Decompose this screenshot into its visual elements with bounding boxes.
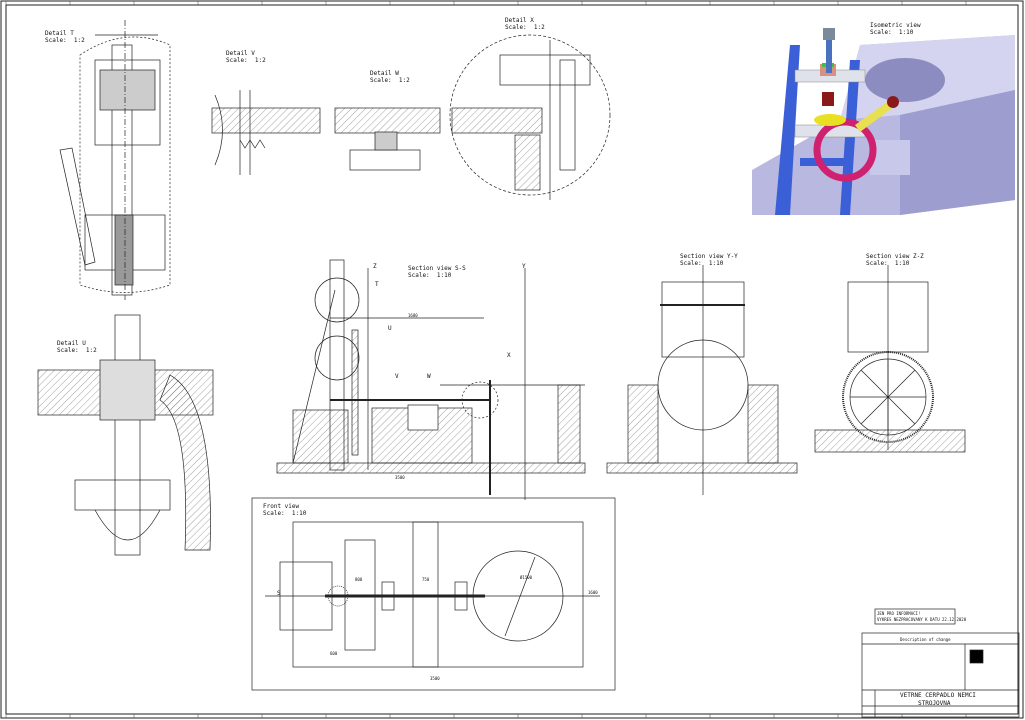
detail-t-drawing [59, 20, 171, 300]
marker-t: T [375, 281, 379, 288]
detail-u-drawing [37, 314, 214, 556]
detail-x-drawing [449, 34, 611, 200]
detail-v-drawing [211, 90, 321, 175]
detail-w-drawing [334, 107, 441, 171]
marker-u: U [388, 325, 392, 332]
dim-3500: 3500 [395, 475, 405, 480]
marker-s: S [277, 590, 281, 597]
title-block-frame [861, 608, 1020, 718]
isometric-view-render [752, 28, 1015, 215]
drawing-title: VETRNE CERPADLO NEMCI [900, 692, 976, 699]
dim-1600: 1600 [588, 590, 598, 595]
front-view-drawing [251, 497, 616, 691]
wheel-spoke [887, 396, 916, 425]
drawing-subtitle: STROJOVNA [918, 700, 951, 707]
dim-750: 750 [422, 577, 430, 582]
note-line-1: JEN PRO INFORMACI! [877, 611, 921, 616]
note-line-2: VYKRES NEZPRACOVANY K DATU 22.12.2020 [877, 617, 967, 622]
dim-3500-front: 3500 [430, 676, 440, 681]
wheel-spoke [887, 369, 916, 398]
marker-z: Z [373, 263, 377, 270]
dim-1680: 1680 [408, 313, 418, 318]
wheel-spoke [860, 369, 889, 398]
dim-600: 600 [330, 651, 338, 656]
marker-v: V [395, 373, 399, 380]
title-block-description-header: Description of change [900, 637, 951, 642]
marker-x: X [507, 352, 511, 359]
section-zz-drawing [814, 265, 966, 453]
wheel-spoke [860, 396, 889, 425]
marker-y: Y [522, 263, 526, 270]
marker-w: W [427, 373, 431, 380]
border-ticks [5, 1, 967, 718]
dim-800: 800 [355, 577, 363, 582]
section-yy-drawing [606, 265, 798, 495]
dim-diameter: Ø1500 [520, 575, 533, 580]
section-ss-drawing [276, 259, 586, 500]
